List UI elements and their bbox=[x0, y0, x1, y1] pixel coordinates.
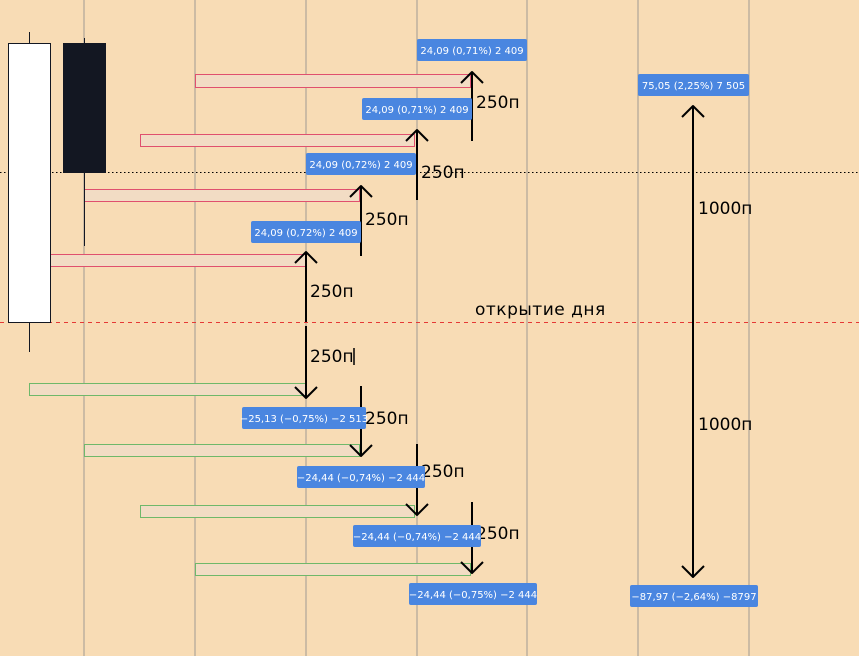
lower-step-label-text: −25,13 (−0,75%) −2 513 bbox=[240, 414, 368, 425]
lower-zone bbox=[29, 383, 306, 396]
upper-zone bbox=[140, 134, 415, 147]
lower-step-label-bg bbox=[242, 407, 366, 429]
upper-step-label-bg bbox=[417, 39, 527, 61]
lower-step-label: −24,44 (−0,74%) −2 444 bbox=[297, 466, 425, 488]
range-top-label-text: 75,05 (2,25%) 7 505 bbox=[642, 81, 745, 92]
arrow-head-up bbox=[405, 129, 429, 142]
lower-step-label: −25,13 (−0,75%) −2 513 bbox=[240, 407, 368, 429]
measure-labels: 250п 250п 250п 250п 250п 250п 250п 250п 1000п 100… bbox=[310, 93, 752, 544]
day-open-label: открытие дня bbox=[475, 300, 606, 320]
step-measure-label: 250п bbox=[476, 93, 520, 113]
candle-bull[interactable] bbox=[8, 32, 51, 352]
lower-step-label-bg bbox=[353, 525, 481, 547]
range-measure-label: 1000п bbox=[698, 199, 752, 219]
candle-body bbox=[63, 43, 106, 173]
step-measure-label: 250п bbox=[476, 524, 520, 544]
lower-zone bbox=[195, 563, 471, 576]
range-bottom-label: −87,97 (−2,64%) −8797 bbox=[630, 585, 758, 607]
price-zones bbox=[29, 74, 471, 576]
lower-step-label-bg bbox=[409, 583, 537, 605]
range-top-label: 75,05 (2,25%) 7 505 bbox=[638, 74, 749, 96]
lower-step-label: −24,44 (−0,74%) −2 444 bbox=[353, 525, 481, 547]
upper-step-label-bg bbox=[362, 98, 472, 120]
range-bottom-label-text: −87,97 (−2,64%) −8797 bbox=[631, 592, 756, 603]
upper-zone bbox=[84, 189, 360, 202]
upper-step-label-bg bbox=[251, 221, 361, 243]
lower-step-label-text: −24,44 (−0,74%) −2 444 bbox=[353, 532, 481, 543]
lower-step-label: −24,44 (−0,75%) −2 444 bbox=[409, 583, 537, 605]
upper-step-label-text: 24,09 (0,72%) 2 409 bbox=[309, 160, 412, 171]
upper-step-label: 24,09 (0,72%) 2 409 bbox=[251, 221, 361, 243]
lower-zone bbox=[84, 444, 360, 457]
horizontal-levels bbox=[0, 172, 859, 323]
measure-arrows bbox=[294, 71, 705, 578]
candle-body bbox=[8, 43, 51, 323]
upper-step-label: 24,09 (0,72%) 2 409 bbox=[306, 153, 416, 175]
step-measure-label: 250п bbox=[310, 347, 354, 367]
arrow-head-up bbox=[294, 251, 318, 264]
arrow-head-down bbox=[349, 444, 373, 457]
arrow-head-down bbox=[681, 565, 705, 578]
step-measure-label: 250п bbox=[365, 409, 409, 429]
lower-step-label-bg bbox=[297, 466, 425, 488]
range-bottom-label-bg bbox=[630, 585, 758, 607]
lower-step-label-text: −24,44 (−0,74%) −2 444 bbox=[297, 473, 425, 484]
step-measure-label: 250п bbox=[421, 163, 465, 183]
arrow-head-up bbox=[681, 105, 705, 118]
upper-zone bbox=[195, 74, 471, 88]
step-measure-label: 250п bbox=[310, 282, 354, 302]
upper-step-label-text: 24,09 (0,71%) 2 409 bbox=[365, 105, 468, 116]
upper-step-label-text: 24,09 (0,71%) 2 409 bbox=[420, 46, 523, 57]
upper-step-label-text: 24,09 (0,72%) 2 409 bbox=[254, 228, 357, 239]
upper-step-label: 24,09 (0,71%) 2 409 bbox=[362, 98, 472, 120]
candle-bear[interactable] bbox=[63, 38, 106, 246]
upper-step-label-bg bbox=[306, 153, 416, 175]
arrow-head-down bbox=[405, 503, 429, 516]
range-top-label-bg bbox=[638, 74, 749, 96]
candles[interactable] bbox=[8, 32, 106, 352]
price-range-labels: 24,09 (0,71%) 2 409 24,09 (0,71%) 2 409 24… bbox=[240, 39, 758, 607]
step-measure-label: 250п bbox=[421, 462, 465, 482]
arrow-head-up bbox=[460, 71, 484, 84]
arrow-head-up bbox=[349, 185, 373, 198]
step-measure-label: 250п bbox=[365, 210, 409, 230]
lower-zone bbox=[140, 505, 415, 518]
arrow-head-down bbox=[294, 386, 318, 399]
lower-step-label-text: −24,44 (−0,75%) −2 444 bbox=[409, 590, 537, 601]
upper-zone bbox=[50, 254, 306, 267]
upper-step-label: 24,09 (0,71%) 2 409 bbox=[417, 39, 527, 61]
range-measure-label: 1000п bbox=[698, 415, 752, 435]
arrow-head-down bbox=[460, 561, 484, 574]
